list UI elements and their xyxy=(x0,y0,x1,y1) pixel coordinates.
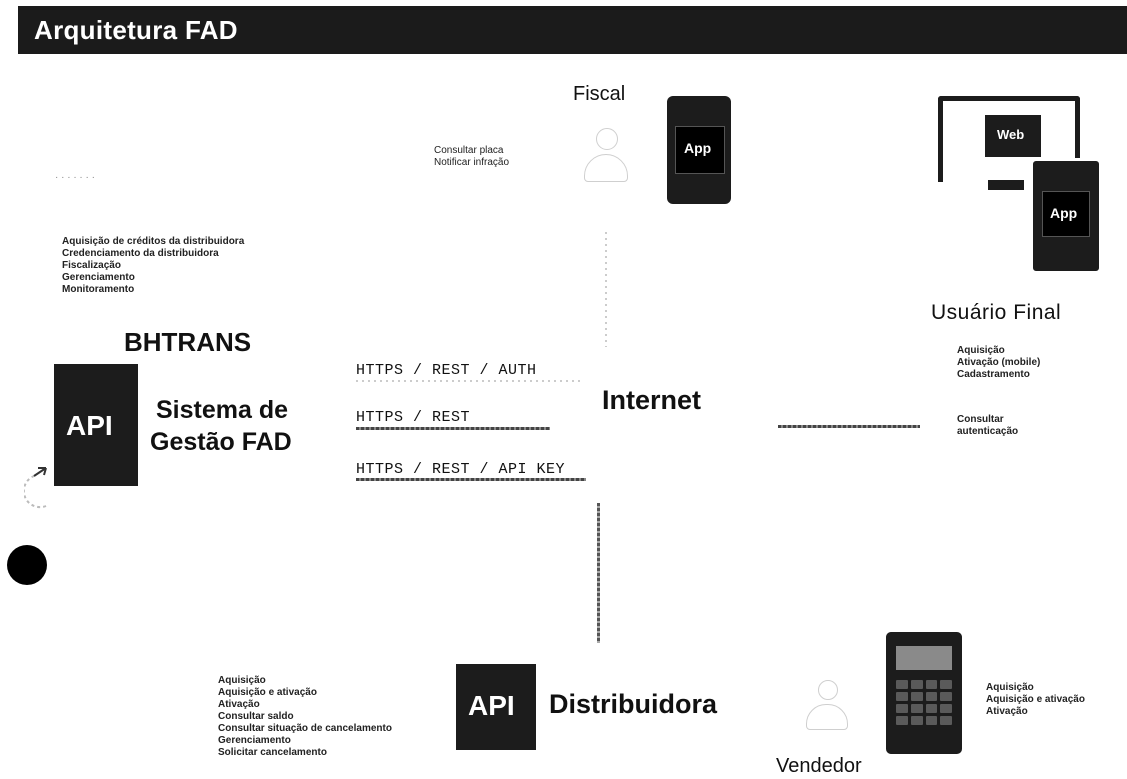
distribuidora-api-block: API xyxy=(456,664,536,750)
title-bar-background: Arquitetura FAD xyxy=(18,6,1127,54)
distribuidora-function: Consultar saldo xyxy=(218,711,294,722)
system-name-line1: Sistema de xyxy=(156,396,289,424)
person-body-shape xyxy=(584,154,628,182)
bhtrans-function-list: Aquisição de créditos da distribuidora C… xyxy=(62,236,244,296)
vendedor-person-icon xyxy=(800,678,856,736)
protocol-apikey-label: HTTPS / REST / API KEY xyxy=(356,461,566,478)
protocol-apikey-line xyxy=(356,478,586,481)
usuario-action: Ativação (mobile) xyxy=(957,357,1041,368)
vendedor-action: Ativação xyxy=(986,706,1028,717)
bhtrans-function: Monitoramento xyxy=(62,284,135,295)
protocol-rest-label: HTTPS / REST xyxy=(356,409,471,426)
person-body-shape xyxy=(806,704,848,730)
system-name-line2: Gestão FAD xyxy=(150,428,292,456)
fiscal-action-list: Consultar placa Notificar infração xyxy=(434,145,509,169)
vendedor-action: Aquisição xyxy=(986,682,1034,693)
title-bar: Arquitetura FAD xyxy=(0,0,1127,66)
usuario-action-list-2: Consultar autenticação xyxy=(957,414,1018,438)
vendedor-action-list: Aquisição Aquisição e ativação Ativação xyxy=(986,682,1085,718)
person-head-shape xyxy=(596,128,618,150)
bhtrans-api-label: API xyxy=(66,410,113,441)
protocol-rest-line xyxy=(356,427,550,430)
distribuidora-api-label: API xyxy=(468,690,515,721)
usuario-action-list-1: Aquisição Ativação (mobile) Cadastrament… xyxy=(957,345,1040,381)
distribuidora-function: Aquisição e ativação xyxy=(218,687,317,698)
bhtrans-label: BHTRANS xyxy=(124,327,252,357)
refresh-arrow-icon xyxy=(24,467,47,509)
monitor-stand xyxy=(988,180,1024,190)
bullet-dot xyxy=(7,545,47,585)
bhtrans-function: Aquisição de créditos da distribuidora xyxy=(62,236,245,247)
internet-label: Internet xyxy=(602,385,702,415)
protocol-auth-line xyxy=(356,380,582,382)
user-phone-icon: App xyxy=(1030,158,1102,274)
person-head-shape xyxy=(818,680,838,700)
fiscal-internet-line xyxy=(605,232,607,347)
fiscal-action: Notificar infração xyxy=(434,157,510,168)
fiscal-label: Fiscal xyxy=(573,83,626,105)
phone-screen: App xyxy=(675,126,725,174)
usuario-action: Aquisição xyxy=(957,345,1005,356)
payment-terminal-icon xyxy=(886,632,962,754)
usuario-action: Consultar xyxy=(957,414,1004,425)
web-label: Web xyxy=(997,127,1025,142)
page-title: Arquitetura FAD xyxy=(34,15,238,45)
vendedor-action: Aquisição e ativação xyxy=(986,694,1085,705)
fiscal-action: Consultar placa xyxy=(434,145,504,156)
distribuidora-function: Ativação xyxy=(218,699,260,710)
bhtrans-function: Fiscalização xyxy=(62,260,121,271)
bhtrans-faint-text: · · · · · · · xyxy=(55,172,95,183)
fiscal-app-label: App xyxy=(684,140,712,156)
terminal-keypad xyxy=(896,680,952,725)
usuario-action: Cadastramento xyxy=(957,369,1030,380)
phone-screen: App xyxy=(1042,191,1090,237)
distribuidora-function: Gerenciamento xyxy=(218,735,291,746)
terminal-screen xyxy=(896,646,952,670)
monitor-icon: Web xyxy=(938,96,1080,182)
internet-distribuidora-line xyxy=(597,503,600,643)
user-app-label: App xyxy=(1050,205,1078,221)
fiscal-phone-icon: App xyxy=(667,96,731,204)
distribuidora-function: Consultar situação de cancelamento xyxy=(218,723,392,734)
usuario-action: autenticação xyxy=(957,426,1019,437)
usuario-final-label: Usuário Final xyxy=(931,301,1062,324)
distribuidora-function: Solicitar cancelamento xyxy=(218,747,327,758)
protocol-auth-label: HTTPS / REST / AUTH xyxy=(356,362,537,379)
internet-usuario-line xyxy=(778,425,920,428)
distribuidora-function-list: Aquisição Aquisição e ativação Ativação … xyxy=(218,675,392,759)
web-screen: Web xyxy=(985,115,1041,157)
bhtrans-function: Gerenciamento xyxy=(62,272,135,283)
fiscal-person-icon xyxy=(578,126,634,186)
distribuidora-function: Aquisição xyxy=(218,675,266,686)
vendedor-label: Vendedor xyxy=(776,755,862,777)
distribuidora-label: Distribuidora xyxy=(549,689,718,719)
bhtrans-api-block: API xyxy=(54,364,138,486)
bhtrans-function: Credenciamento da distribuidora xyxy=(62,248,219,259)
